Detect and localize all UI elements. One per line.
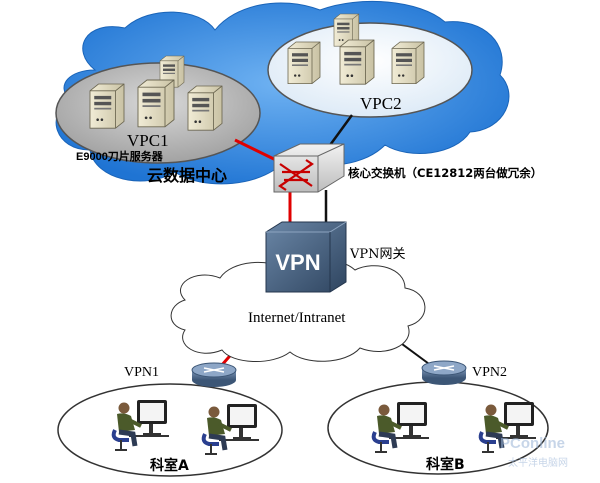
vpc1-group: [55, 55, 261, 164]
core-switch-label: 核心交换机（CE12812两台做冗余）: [348, 166, 542, 180]
internet-label: Internet/Intranet: [248, 310, 346, 326]
router-vpn2: [421, 360, 467, 385]
switch-arrows-icon: [278, 159, 314, 191]
vpc2-label: VPC2: [360, 94, 402, 113]
router-arrows-icon: [203, 367, 225, 373]
office-a-label: 科室A: [150, 457, 189, 474]
watermark: PConline 太平洋电脑网: [500, 435, 568, 469]
vpc1-label: VPC1: [127, 131, 169, 150]
vpn1-label: VPN1: [124, 365, 159, 380]
vpn2-label: VPN2: [472, 365, 507, 380]
watermark-line1: PConline: [500, 435, 565, 452]
router-vpn1: [191, 362, 237, 387]
vpc2-group: [267, 13, 473, 118]
core-switch: [273, 143, 345, 193]
vpn-gateway: VPN: [265, 221, 347, 293]
vpn-gateway-label: VPN网关: [349, 247, 406, 262]
vpc1-sublabel: E9000刀片服务器: [76, 149, 164, 163]
datacenter-label: 云数据中心: [147, 166, 227, 185]
office-b-label: 科室B: [426, 456, 465, 473]
vpn-box-text: VPN: [275, 250, 320, 275]
watermark-line2: 太平洋电脑网: [508, 456, 568, 469]
office-a: [57, 383, 283, 477]
router-arrows-icon: [433, 365, 455, 371]
office-a-ellipse: [57, 383, 283, 477]
